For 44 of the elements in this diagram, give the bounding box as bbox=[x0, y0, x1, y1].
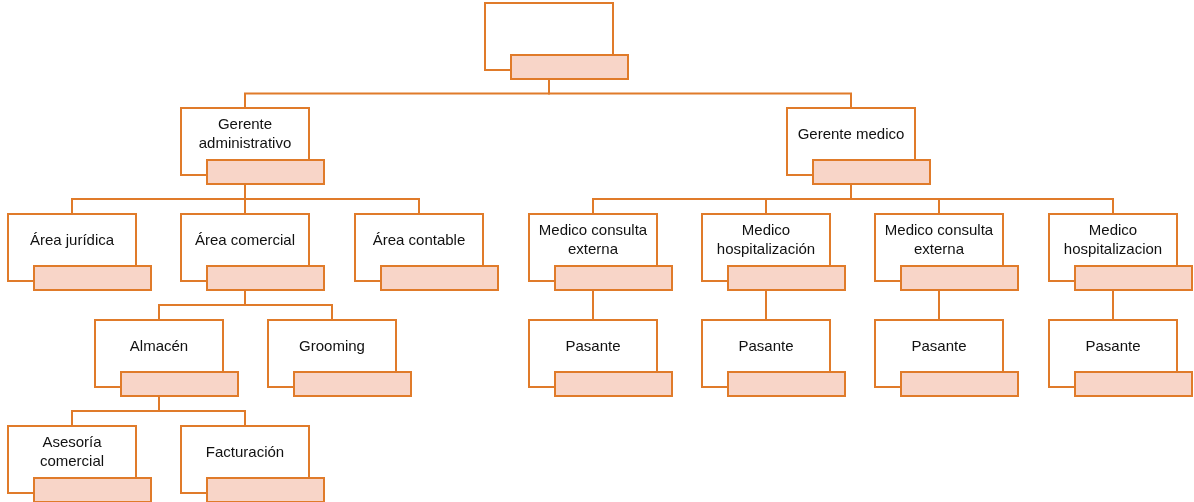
box-label: Asesoría comercial bbox=[38, 432, 106, 470]
org-chart-box bbox=[267, 319, 412, 397]
org-chart-box bbox=[701, 319, 846, 397]
org-chart-box bbox=[180, 213, 325, 291]
box-label: Almacén bbox=[129, 335, 189, 355]
box-label: Medico consulta externa bbox=[883, 220, 995, 258]
box-label: Gerente administrativo bbox=[197, 114, 293, 152]
org-chart-box bbox=[354, 213, 499, 291]
connector-line bbox=[1112, 289, 1114, 321]
org-chart-box bbox=[874, 213, 1019, 291]
box-label: Pasante bbox=[1085, 335, 1141, 355]
connector-line bbox=[158, 395, 246, 427]
org-chart-box bbox=[94, 319, 239, 397]
box-label: Grooming bbox=[299, 335, 365, 355]
org-chart-box bbox=[1048, 319, 1193, 397]
org-chart-box bbox=[180, 107, 325, 185]
box-label: Medico hospitalización bbox=[715, 220, 817, 258]
org-chart-box bbox=[701, 213, 846, 291]
org-chart-box bbox=[528, 213, 673, 291]
box-label: Área comercial bbox=[194, 229, 295, 249]
box-label: Área contable bbox=[372, 229, 466, 249]
connector-line bbox=[765, 289, 767, 321]
org-chart-box bbox=[874, 319, 1019, 397]
org-chart-box bbox=[180, 425, 325, 502]
box-label: Medico hospitalizacion bbox=[1062, 220, 1164, 258]
connector-line bbox=[592, 289, 594, 321]
org-chart-box bbox=[528, 319, 673, 397]
connector-line bbox=[850, 183, 1114, 215]
connector-line bbox=[244, 183, 420, 215]
box-label: Pasante bbox=[565, 335, 621, 355]
box-label: Pasante bbox=[738, 335, 794, 355]
connector-line bbox=[548, 78, 852, 109]
org-chart-box bbox=[484, 2, 629, 80]
org-chart-box bbox=[1048, 213, 1193, 291]
box-label: Medico consulta externa bbox=[537, 220, 649, 258]
org-chart-box bbox=[7, 213, 152, 291]
connector-line bbox=[938, 289, 940, 321]
org-chart-box bbox=[7, 425, 152, 502]
box-label: Facturación bbox=[205, 441, 285, 461]
box-label: Área jurídica bbox=[29, 229, 115, 249]
org-chart-box bbox=[786, 107, 931, 185]
connector-line bbox=[244, 289, 333, 321]
box-label: Pasante bbox=[911, 335, 967, 355]
box-label: Gerente medico bbox=[797, 123, 905, 143]
